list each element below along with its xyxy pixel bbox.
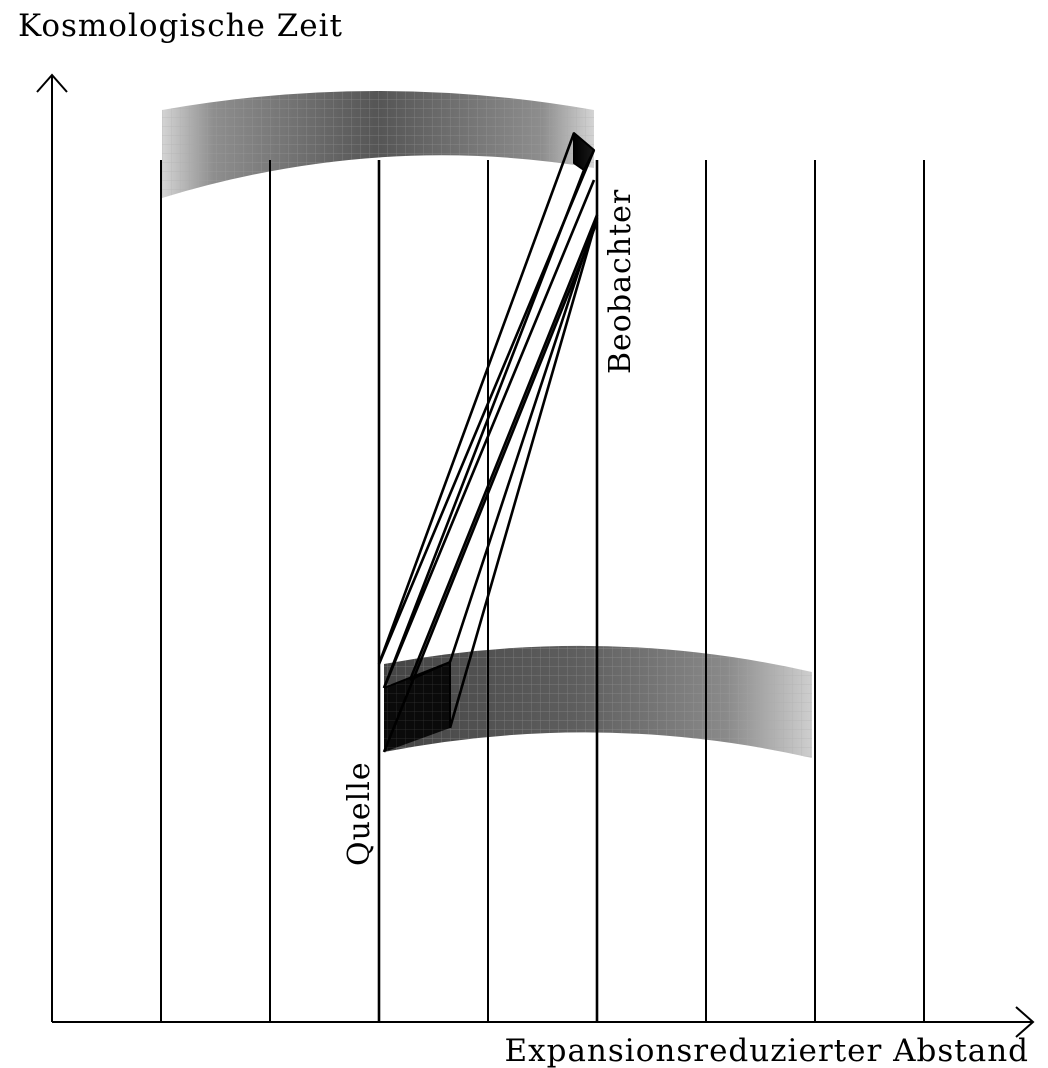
x-axis-arrowhead xyxy=(1015,1006,1035,1038)
y-axis-title: Kosmologische Zeit xyxy=(18,8,343,44)
light-ray xyxy=(408,214,599,681)
light-ray xyxy=(448,217,599,729)
light-ray xyxy=(382,169,586,689)
x-axis-title: Expansionsreduzierter Abstand xyxy=(504,1033,1029,1068)
comoving-worldlines xyxy=(160,160,925,1022)
light-rays xyxy=(377,132,599,753)
axes xyxy=(36,73,1035,1038)
light-ray xyxy=(448,214,599,663)
y-axis-arrowhead xyxy=(36,73,68,93)
source-end-cap xyxy=(409,661,451,681)
observer-label: Beobachter xyxy=(603,189,638,374)
source-label: Quelle xyxy=(342,761,377,866)
light-ray xyxy=(377,132,576,665)
light-ray xyxy=(382,179,596,689)
light-ray xyxy=(382,221,599,753)
